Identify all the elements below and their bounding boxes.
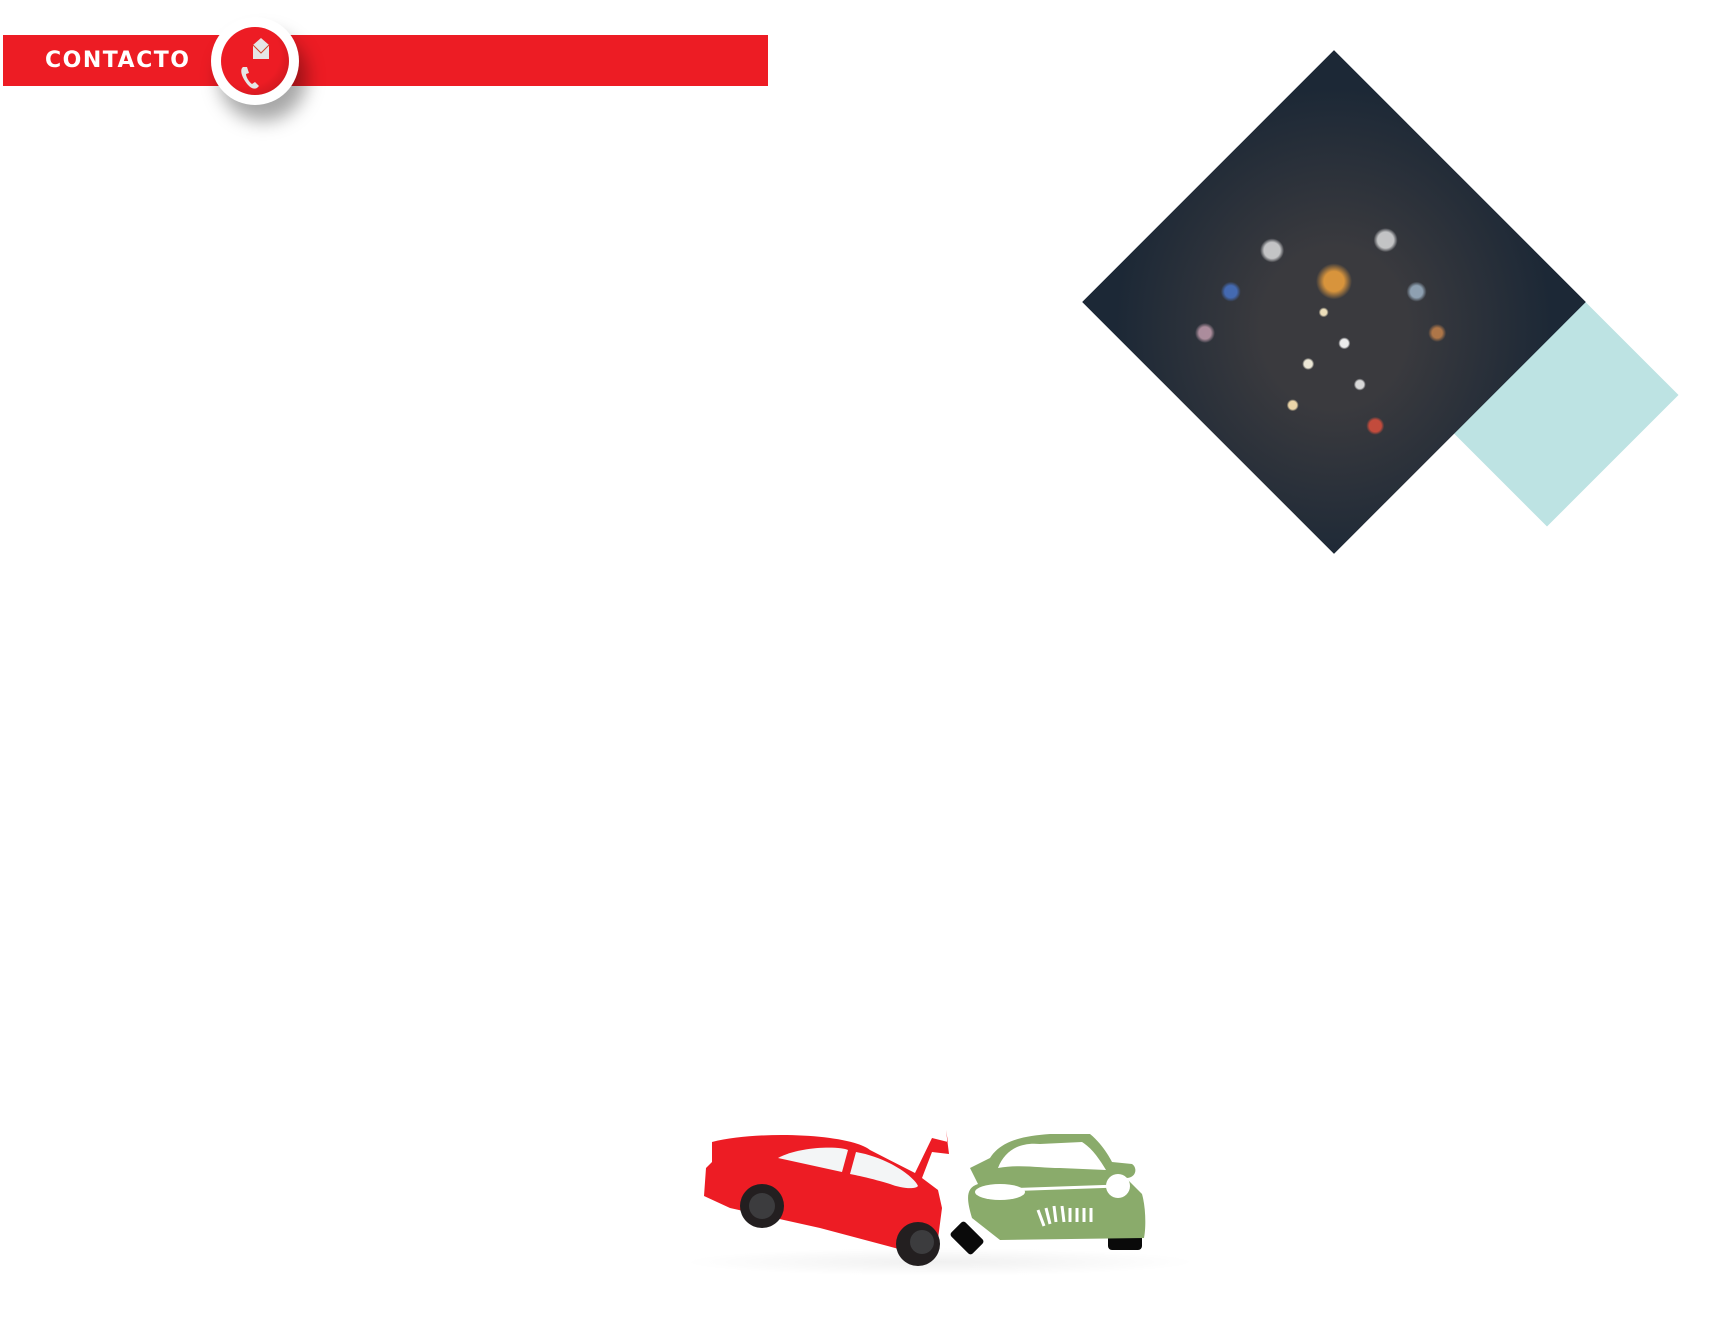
ground-shadow bbox=[680, 1248, 1200, 1276]
car-crash-icon bbox=[704, 1130, 1146, 1266]
contact-banner[interactable]: CONTACTO bbox=[3, 35, 768, 86]
green-car-icon bbox=[950, 1134, 1146, 1255]
red-car-icon bbox=[704, 1130, 949, 1266]
contact-label: CONTACTO bbox=[45, 48, 191, 73]
contact-badge[interactable] bbox=[211, 17, 299, 105]
phone-envelope-icon bbox=[221, 27, 289, 95]
